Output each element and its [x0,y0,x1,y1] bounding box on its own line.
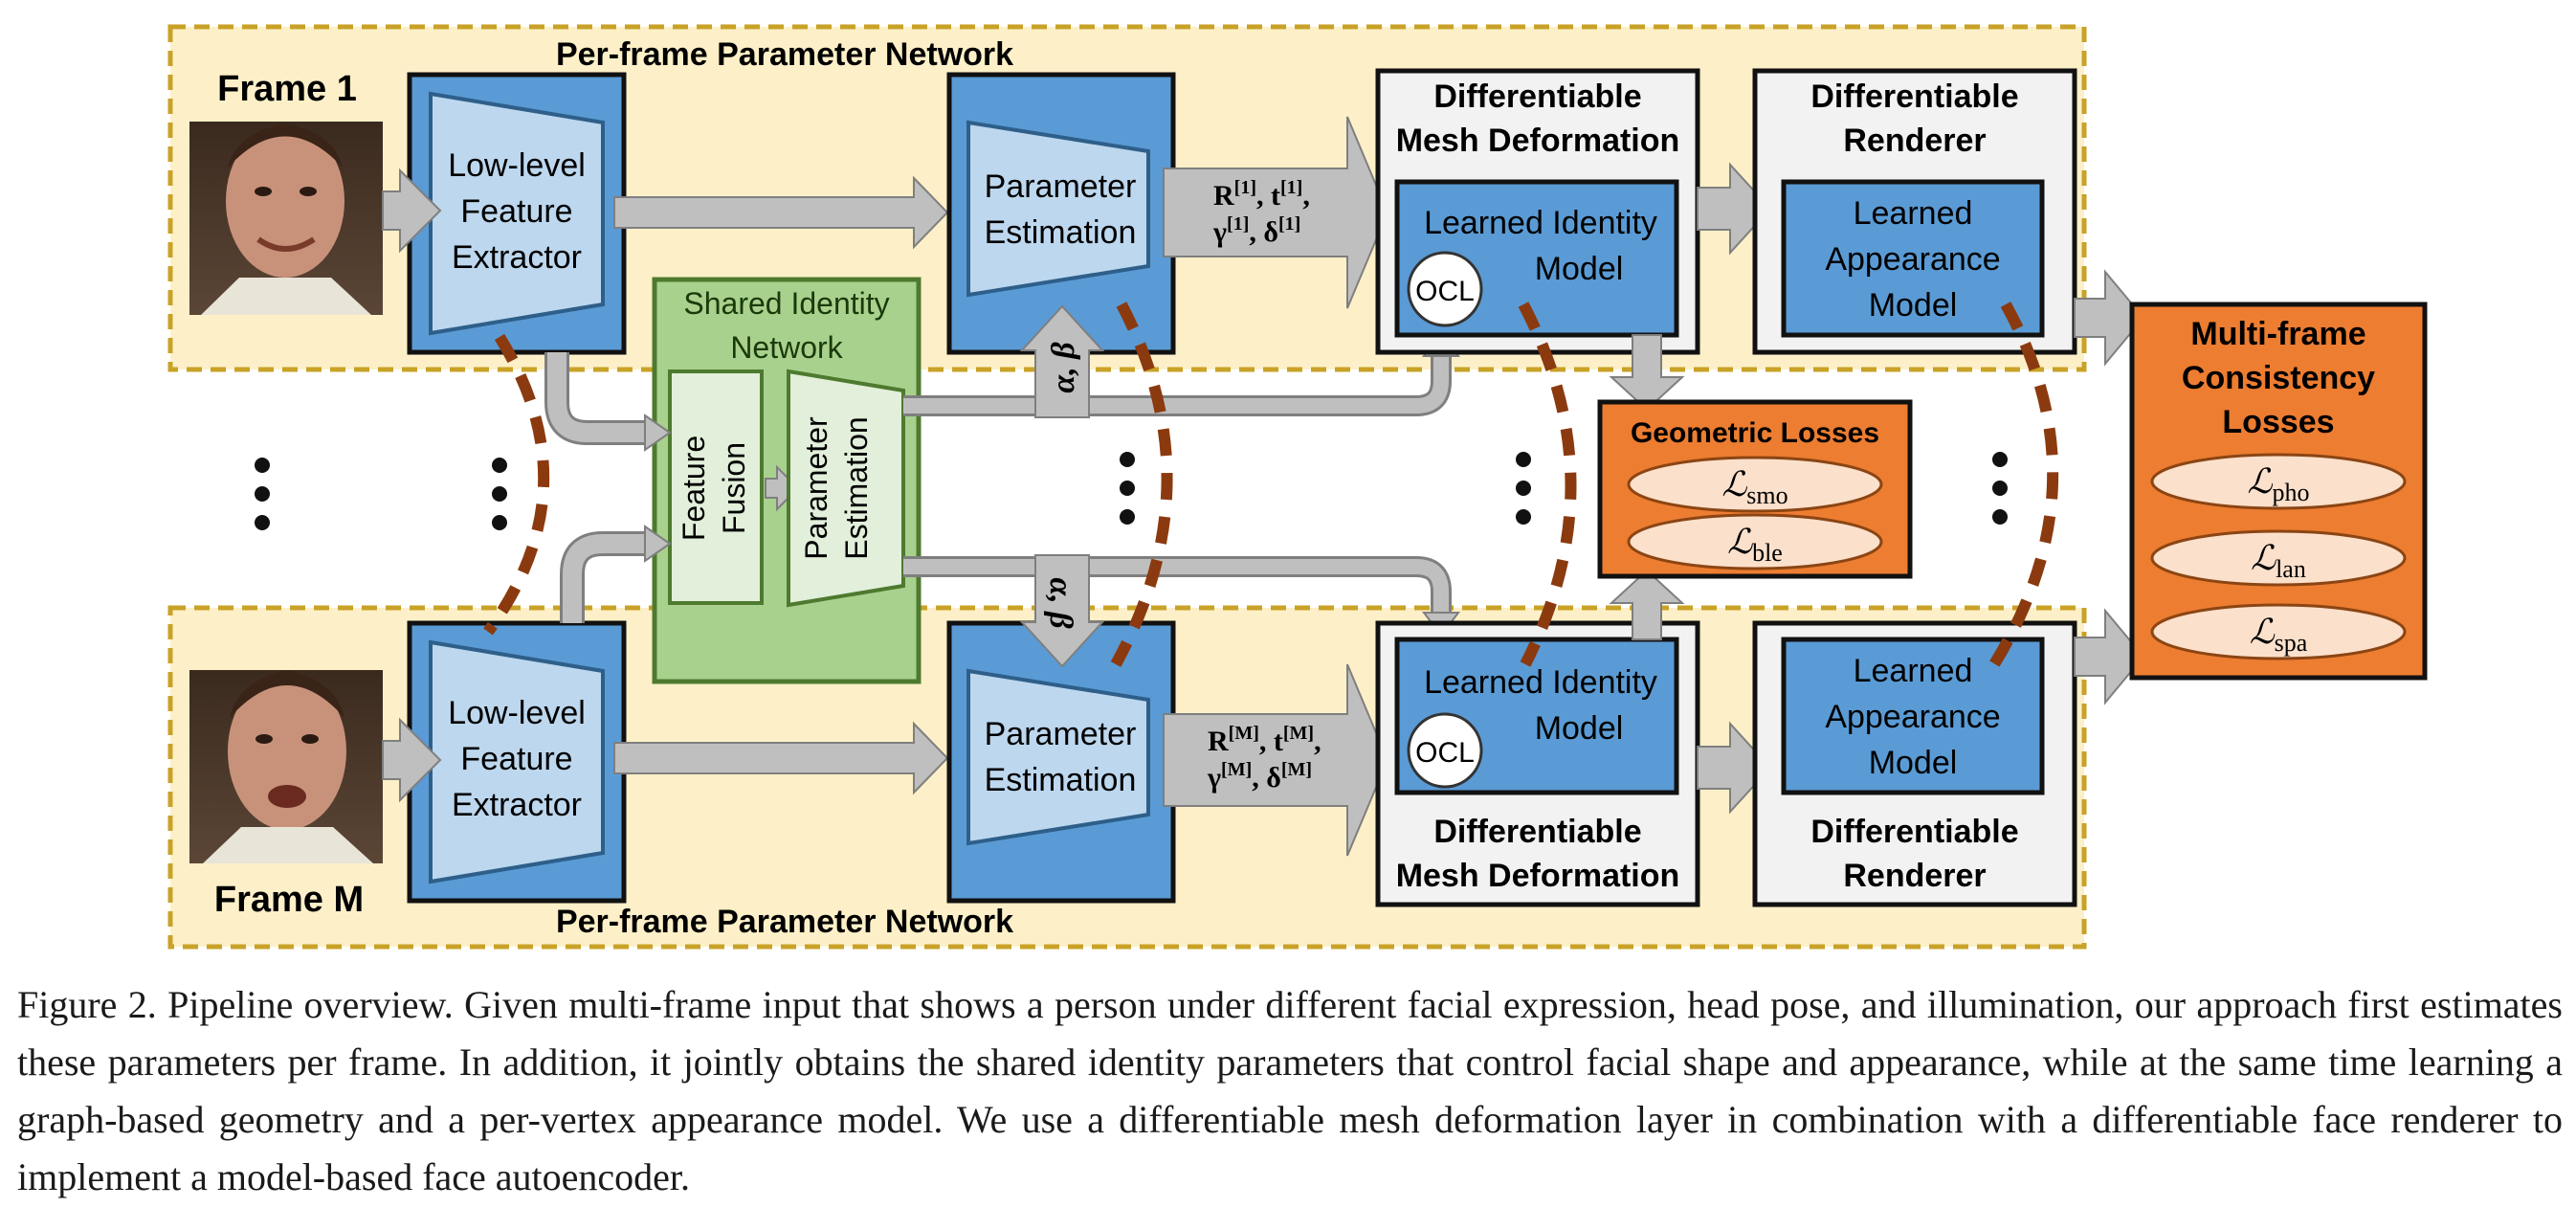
arrow-renderer-to-multiframe-1 [2074,269,2145,367]
arrow-extractor-to-param-1 [613,175,949,250]
mesh-deformation-title-line1: Differentiable [1433,78,1641,115]
learned-appearance-line3: Model [1869,287,1958,324]
renderer-title-line2: Renderer [1843,123,1986,159]
arrow-mesh-to-geometric-bottom [1609,569,1685,640]
learned-identity-line1: Learned Identity [1424,205,1657,241]
multi-frame-title-line1: Multi-frame [2190,316,2365,352]
alpha-beta-arrow-up [1019,304,1105,418]
arrow-extractor-to-param-m [613,721,949,795]
learned-identity-line1: Learned Identity [1424,664,1657,701]
learned-identity-line2: Model [1535,710,1624,747]
svg-text:ℒsmo: ℒsmo [1721,465,1788,509]
shared-identity-title-line1: Shared Identity [683,286,889,321]
mesh-deformation-frame-m: Learned Identity Model OCL Differentiabl… [1375,620,1700,907]
renderer-frame-m: Learned Appearance Model Differentiable … [1752,620,2077,907]
svg-text:ℒpho: ℒpho [2248,462,2310,506]
top-network-label: Per-frame Parameter Network [556,36,1013,73]
ellipsis-dots [255,452,2008,530]
arrow-mesh-to-renderer-m [1697,721,1772,815]
svg-text:ℒble: ℒble [1727,523,1783,567]
extractor-label-line1: Low-level [448,695,586,731]
mesh-deformation-frame-1: Differentiable Mesh Deformation Learned … [1375,68,1700,355]
extractor-label-line3: Extractor [452,787,582,823]
shared-identity-title-line2: Network [730,330,843,365]
learned-appearance-line3: Model [1869,745,1958,781]
extractor-label-line2: Feature [460,741,572,777]
arrow-mesh-to-geometric-top [1609,334,1685,412]
geometric-losses-title: Geometric Losses [1631,417,1879,449]
param-est-line2: Estimation [985,214,1137,251]
extractor-label-line1: Low-level [448,147,586,184]
shared-param-estimation-box [787,369,905,608]
multi-frame-losses-box: Multi-frame Consistency Losses ℒpho ℒlan… [2129,302,2428,681]
svg-text:ℒspa: ℒspa [2250,613,2308,657]
loss-pill-ble [1627,513,1883,570]
face-image-frame-m [189,670,383,863]
weight-sharing-arcs [483,302,2059,668]
param-est-line1: Parameter [985,168,1137,205]
mesh-deformation-title-line2: Mesh Deformation [1396,123,1680,159]
svg-text:γ[1], δ[1]: γ[1], δ[1] [1212,213,1300,248]
feature-fusion-line1: Feature [677,436,711,541]
learned-appearance-line2: Appearance [1825,699,2000,735]
renderer-title-line2: Renderer [1843,858,1986,894]
bottom-network-label: Per-frame Parameter Network [556,904,1013,940]
shared-param-est-line2: Estimation [839,416,874,559]
geometric-losses-box: Geometric Losses ℒsmo ℒble [1597,399,1913,579]
params-arrow-frame-1 [1163,116,1389,309]
loss-pill-pho [2150,453,2407,510]
feature-extractor-frame-m: Low-level Feature Extractor [407,620,627,904]
multi-frame-title-line2: Consistency [2182,360,2375,396]
pipeline-diagram: Per-frame Parameter Network Per-frame Pa… [167,24,2428,950]
multi-frame-title-line3: Losses [2222,404,2334,440]
loss-pill-smo [1627,456,1883,513]
ocl-label-bottom: OCL [1415,737,1475,769]
params-arrow-frame-m [1163,663,1389,857]
alpha-beta-arrow-down [1019,554,1105,668]
feature-fusion-line2: Fusion [717,442,751,534]
arrow-image-to-extractor-1 [382,168,442,254]
mesh-deformation-title-line2: Mesh Deformation [1396,858,1680,894]
arrow-renderer-to-multiframe-m [2074,608,2145,705]
svg-text:γ[M], δ[M]: γ[M], δ[M] [1207,759,1312,794]
loss-pill-lan [2150,529,2407,587]
arrow-image-to-extractor-m [382,717,442,803]
parameter-estimation-frame-m: Parameter Estimation [946,620,1176,904]
shared-param-est-line1: Parameter [799,416,833,560]
alpha-beta-label-bottom: α, β [1043,577,1078,629]
params-label-frame-1: R[1], t[1], γ[1], δ[1] [1212,177,1310,248]
alpha-beta-label-top: α, β [1046,342,1081,393]
learned-identity-line2: Model [1535,251,1624,287]
frame-1-label: Frame 1 [217,69,357,109]
learned-appearance-line2: Appearance [1825,241,2000,278]
svg-text:ℒlan: ℒlan [2251,539,2306,583]
arrow-mesh-to-renderer-1 [1697,162,1772,256]
renderer-frame-1: Differentiable Renderer Learned Appearan… [1752,68,2077,355]
svg-text:R[M], t[M],: R[M], t[M], [1208,723,1321,757]
figure-caption: Figure 2. Pipeline overview. Given multi… [17,983,2563,1198]
extractor-label-line2: Feature [460,193,572,230]
feature-extractor-frame-1: Low-level Feature Extractor [407,72,627,355]
svg-text:R[1], t[1],: R[1], t[1], [1213,177,1310,212]
param-est-line2: Estimation [985,762,1137,798]
learned-appearance-line1: Learned [1854,653,1973,689]
learned-appearance-line1: Learned [1854,195,1973,232]
params-label-frame-m: R[M], t[M], γ[M], δ[M] [1207,723,1321,794]
loss-pill-spa [2150,603,2407,660]
shared-identity-network: Shared Identity Network Feature Fusion P… [652,277,922,684]
renderer-title-line1: Differentiable [1810,78,2018,115]
renderer-title-line1: Differentiable [1810,814,2018,850]
ocl-circle-top [1407,251,1483,327]
face-image-frame-1 [189,122,383,315]
param-est-line1: Parameter [985,716,1137,752]
frame-m-label: Frame M [214,880,364,920]
mesh-deformation-title-line1: Differentiable [1433,814,1641,850]
feature-fusion-box [668,369,764,605]
extractor-label-line3: Extractor [452,239,582,276]
ocl-circle-bottom [1407,712,1483,789]
ocl-label-top: OCL [1415,276,1475,307]
